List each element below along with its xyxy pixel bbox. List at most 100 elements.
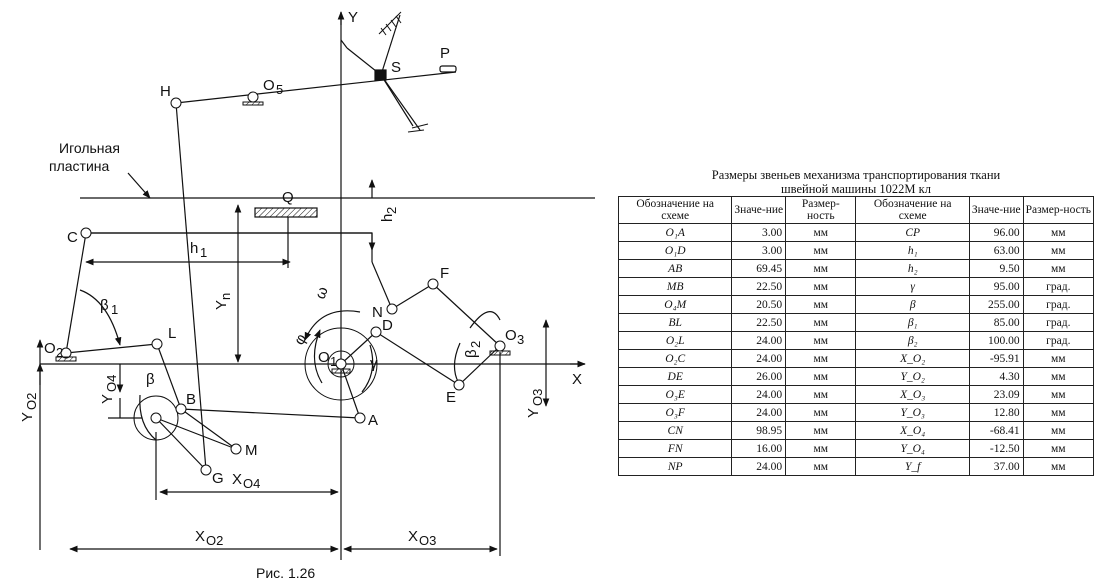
svg-text:O3: O3 [530, 389, 545, 406]
table-cell: мм [1022, 421, 1095, 440]
dim-YO4: Y [99, 394, 116, 404]
point-L: L [168, 325, 176, 342]
table-cell: 26.00 [731, 367, 787, 386]
table-cell: мм [785, 313, 857, 332]
angle-gamma: γ [370, 355, 378, 372]
svg-text:O2: O2 [206, 533, 223, 548]
mechanism-diagram: Y X H O 5 S P Игольная пластина Q C h 1 … [19, 9, 595, 580]
table-cell: мм [1022, 349, 1095, 368]
table-cell: FN [617, 439, 733, 458]
svg-text:O2: O2 [24, 393, 39, 410]
table-cell: мм [1022, 403, 1095, 422]
table-cell: град. [1022, 313, 1095, 332]
table-cell: 20.50 [731, 295, 787, 314]
table-cell: γ [855, 277, 970, 296]
table-cell: 16.00 [731, 439, 787, 458]
table-cell: 9.50 [968, 259, 1024, 278]
x-axis-label: X [572, 371, 582, 388]
point-O2: O [44, 340, 56, 357]
table-cell: мм [785, 277, 857, 296]
point-D: D [382, 317, 393, 334]
table-cell: мм [785, 241, 857, 260]
table-cell: 63.00 [968, 241, 1024, 260]
needle-plate-label: Игольная [59, 140, 120, 156]
svg-text:1: 1 [200, 245, 207, 260]
table-cell: 95.00 [968, 277, 1024, 296]
table-cell: мм [1022, 385, 1095, 404]
table-cell: мм [1022, 241, 1095, 260]
table-cell: 255.00 [968, 295, 1024, 314]
table-cell: мм [785, 439, 857, 458]
table-cell: 100.00 [968, 331, 1024, 350]
table-cell: AB [617, 259, 733, 278]
angle-beta2: β [463, 349, 480, 358]
table-cell: мм [785, 403, 857, 422]
dim-YO3: Y [525, 408, 542, 418]
table-cell: BL [617, 313, 733, 332]
table-cell: мм [1022, 439, 1095, 458]
svg-text:O4: O4 [243, 476, 260, 491]
table-cell: мм [785, 331, 857, 350]
point-Q: Q [282, 189, 294, 206]
table-cell: 85.00 [968, 313, 1024, 332]
table-cell: CP [855, 223, 970, 242]
y-axis-label: Y [348, 9, 358, 26]
table-cell: O₁A [617, 223, 733, 242]
table-cell: град. [1022, 277, 1095, 296]
table-cell: β₂ [855, 331, 970, 350]
svg-text:n: n [218, 293, 233, 300]
table-header-cell: Размер-ность [785, 196, 857, 224]
table-cell: β₁ [855, 313, 970, 332]
table-cell: -68.41 [968, 421, 1024, 440]
table-cell: град. [1022, 295, 1095, 314]
table-cell: -95.91 [968, 349, 1024, 368]
link-H-P [175, 71, 457, 104]
svg-text:O3: O3 [419, 533, 436, 548]
point-O5: O [263, 77, 275, 94]
table-cell: 24.00 [731, 385, 787, 404]
dim-h2: h [379, 214, 396, 222]
table-cell: град. [1022, 331, 1095, 350]
table-cell: 98.95 [731, 421, 787, 440]
point-A: A [368, 412, 378, 429]
table-cell: 4.30 [968, 367, 1024, 386]
dim-h1: h [190, 240, 198, 257]
table-header-cell: Обозначение на схеме [617, 196, 733, 224]
table-cell: 24.00 [731, 457, 787, 476]
table-cell: -12.50 [968, 439, 1024, 458]
table-cell: CN [617, 421, 733, 440]
table-cell: 24.00 [731, 403, 787, 422]
table-cell: Y_O₄ [855, 439, 970, 458]
table-cell: 69.45 [731, 259, 787, 278]
angle-beta: β [146, 371, 155, 388]
svg-text:O4: O4 [104, 375, 119, 392]
table-cell: 24.00 [731, 331, 787, 350]
svg-text:1: 1 [330, 354, 337, 369]
table-cell: O₃F [617, 403, 733, 422]
table-cell: 23.09 [968, 385, 1024, 404]
table-cell: O₂L [617, 331, 733, 350]
table-cell: MB [617, 277, 733, 296]
table-cell: 3.00 [731, 223, 787, 242]
table-cell: X_O₃ [855, 385, 970, 404]
table-cell: O₂C [617, 349, 733, 368]
table-cell: мм [1022, 457, 1095, 476]
link-H-G [175, 102, 207, 471]
table-cell: мм [785, 349, 857, 368]
dimensions-table-block: Размеры звеньев механизма транспортирова… [617, 168, 1095, 476]
table-header-cell: Значе-ние [731, 196, 787, 224]
table-cell: мм [785, 259, 857, 278]
table-cell: X_O₄ [855, 421, 970, 440]
dim-XO2: X [195, 528, 205, 545]
point-N: N [372, 304, 383, 321]
svg-text:2: 2 [384, 207, 399, 214]
svg-text:2: 2 [56, 345, 63, 360]
